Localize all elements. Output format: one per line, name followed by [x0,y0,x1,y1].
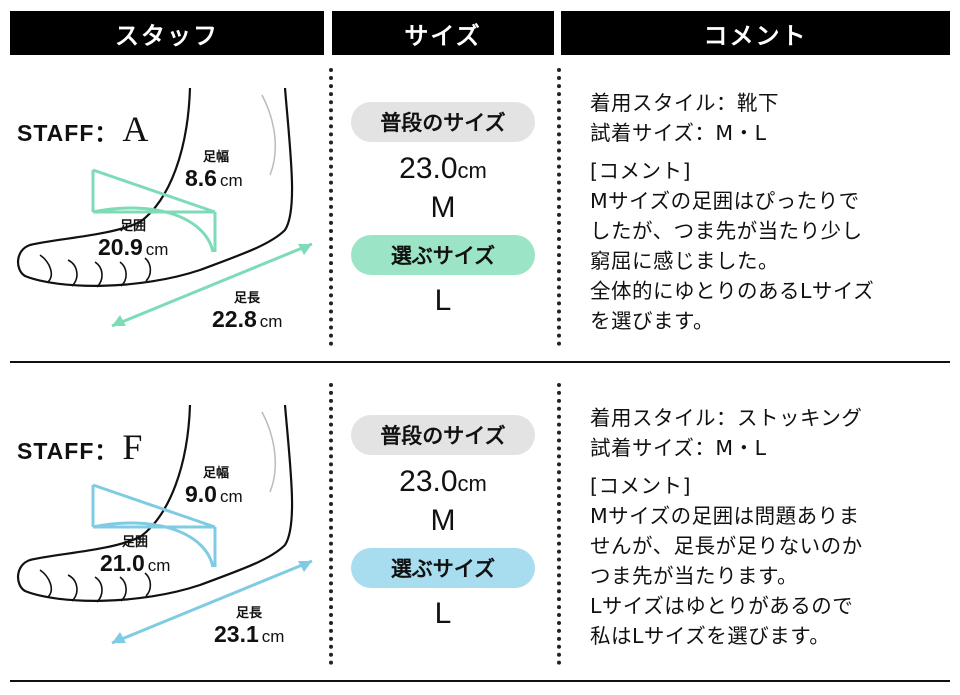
staff-name: STAFF：F [17,427,144,467]
column-divider [329,383,333,665]
column-divider [557,383,561,665]
comment-block: 着用スタイル：靴下 試着サイズ：M・L [コメント] Mサイズの足囲はぴったりで… [590,91,875,333]
usual-size-pill: 普段のサイズ [351,102,535,142]
column-divider [557,68,561,346]
header-staff: スタッフ [10,11,324,55]
chosen-size-value: L [434,284,452,317]
staff-name: STAFF：A [17,109,150,149]
usual-size-value: 23.0cm M [399,152,487,224]
header-comment: コメント [561,11,950,55]
chosen-size-value: L [434,597,452,630]
header-size: サイズ [332,11,554,55]
usual-size-pill: 普段のサイズ [351,415,535,455]
foot-illustration-f [17,404,313,645]
foot-illustration-a [17,87,313,328]
usual-size-value: 23.0cm M [399,465,487,537]
chosen-size-pill: 選ぶサイズ [351,235,535,275]
column-divider [329,68,333,346]
chosen-size-pill: 選ぶサイズ [351,548,535,588]
row-divider [10,361,950,363]
row-divider [10,680,950,682]
comment-block: 着用スタイル：ストッキング 試着サイズ：M・L [コメント] Mサイズの足囲は問… [590,406,863,648]
